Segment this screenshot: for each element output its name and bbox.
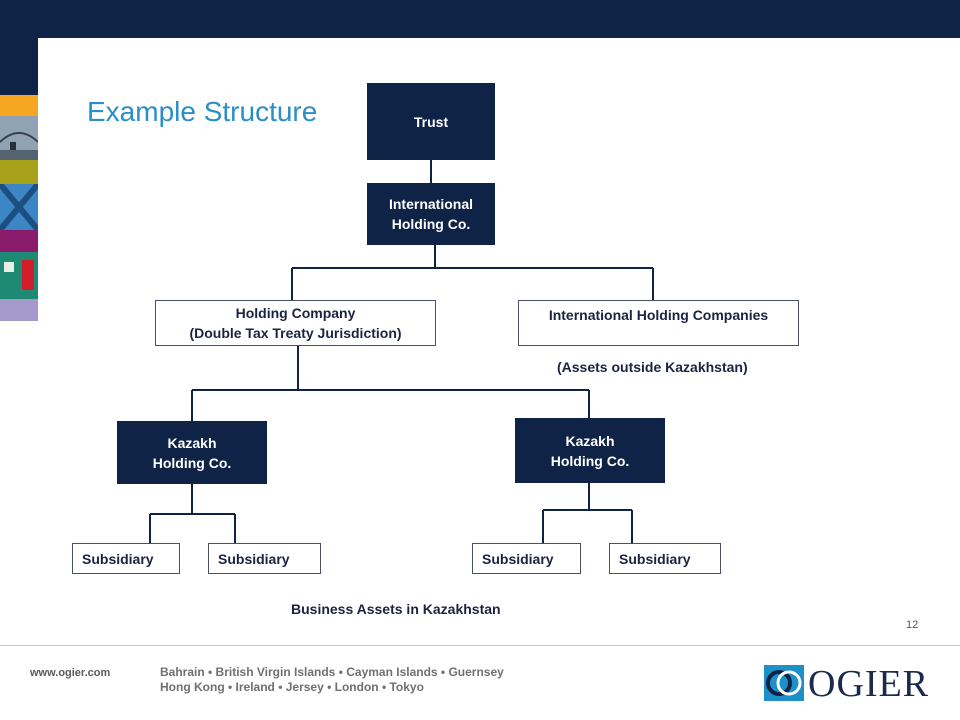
holding-company-line2: (Double Tax Treaty Jurisdiction) bbox=[189, 325, 402, 341]
office-locations: Bahrain • British Virgin Islands • Cayma… bbox=[160, 665, 504, 695]
subsidiary-box-4: Subsidiary bbox=[609, 543, 721, 574]
international-holding-co-box: International Holding Co. bbox=[367, 183, 495, 245]
top-banner bbox=[0, 0, 960, 38]
bridge-photo-icon bbox=[0, 116, 39, 160]
international-holding-companies-box: International Holding Companies bbox=[518, 300, 799, 346]
strip-purple bbox=[0, 230, 38, 252]
holding-company-box: Holding Company (Double Tax Treaty Juris… bbox=[155, 300, 436, 346]
international-holding-co-line2: Holding Co. bbox=[391, 216, 471, 232]
left-banner bbox=[0, 38, 38, 95]
page-number: 12 bbox=[906, 619, 919, 631]
subsidiary-box-2: Subsidiary bbox=[208, 543, 321, 574]
assets-outside-note: (Assets outside Kazakhstan) bbox=[557, 359, 748, 375]
kazakh-holding-right-line2: Holding Co. bbox=[550, 452, 630, 469]
subsidiary-label-3: Subsidiary bbox=[482, 550, 554, 567]
subsidiary-label-1: Subsidiary bbox=[82, 550, 154, 567]
ogier-logo-icon bbox=[764, 665, 804, 701]
subsidiary-box-3: Subsidiary bbox=[472, 543, 581, 574]
strip-bridge-photo bbox=[0, 116, 39, 160]
subsidiary-label-2: Subsidiary bbox=[218, 550, 290, 567]
international-holding-co-line1: International bbox=[388, 196, 473, 212]
strip-olive bbox=[0, 160, 38, 184]
kazakh-holding-left-line1: Kazakh bbox=[167, 434, 217, 451]
website-link[interactable]: www.ogier.com bbox=[30, 667, 111, 679]
strip-lavender bbox=[0, 299, 38, 321]
slide-title: Example Structure bbox=[87, 96, 318, 127]
business-assets-note: Business Assets in Kazakhstan bbox=[291, 601, 501, 617]
subsidiary-box-1: Subsidiary bbox=[72, 543, 180, 574]
strip-door-photo bbox=[0, 252, 38, 299]
trust-label: Trust bbox=[413, 113, 449, 130]
door-photo-icon bbox=[0, 252, 38, 299]
kazakh-holding-left-box: Kazakh Holding Co. bbox=[117, 421, 267, 484]
office-locations-line1: Bahrain • British Virgin Islands • Cayma… bbox=[160, 665, 504, 679]
ogier-logo-text: OGIER bbox=[808, 663, 930, 705]
holding-company-line1: Holding Company bbox=[235, 305, 356, 321]
strip-blue-pattern bbox=[0, 182, 41, 232]
kazakh-holding-right-box: Kazakh Holding Co. bbox=[515, 418, 665, 483]
subsidiary-label-4: Subsidiary bbox=[619, 550, 691, 567]
kazakh-holding-left-line2: Holding Co. bbox=[152, 454, 232, 471]
kazakh-holding-right-line1: Kazakh bbox=[565, 432, 615, 449]
footer-divider bbox=[0, 645, 960, 646]
trust-box: Trust bbox=[367, 83, 495, 160]
international-holding-companies-label: International Holding Companies bbox=[548, 307, 769, 323]
office-locations-line2: Hong Kong • Ireland • Jersey • London • … bbox=[160, 680, 424, 694]
pattern-icon bbox=[0, 182, 41, 232]
strip-orange bbox=[0, 95, 38, 116]
